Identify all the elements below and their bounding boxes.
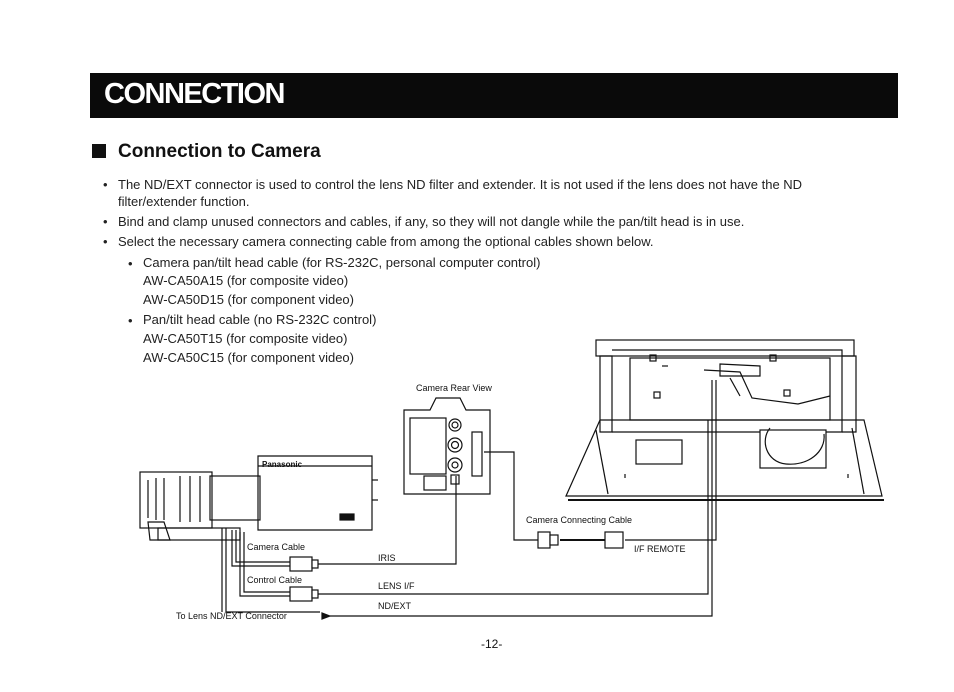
sub-bullet-title-2: Pan/tilt head cable (no RS-232C control) [143,312,377,327]
page-number: -12- [481,637,503,651]
brand-label: Panasonic [262,460,303,469]
if-remote-line [625,380,717,541]
if-remote-label: I/F REMOTE [634,544,686,554]
d-sub-connector-icon [537,531,551,549]
camera-rear-view-illustration [403,397,491,495]
cable-item: AW-CA50D15 (for component video) [143,292,354,307]
nd-ext-label: ND/EXT [378,601,412,611]
section-title: Connection to Camera [92,141,321,163]
bullet-icon: • [103,234,108,249]
camera-cable-label: Camera Cable [247,542,306,552]
section-title-text: Connection to Camera [118,141,321,162]
camera-cable-connector-icon [289,556,313,572]
nd-ext-cable-line [225,528,320,613]
bullet-text-1: The ND/EXT connector is used to control … [118,177,803,192]
cable-item: AW-CA50C15 (for component video) [143,350,354,365]
to-lens-label: To Lens ND/EXT Connector [176,611,287,621]
lens-if-label: LENS I/F [378,581,415,591]
bullet-text-3: Select the necessary camera connecting c… [118,234,654,249]
multi-pin-connector-icon [604,531,624,549]
sub-bullet-icon: • [128,256,133,271]
iris-line [318,476,457,565]
cable-item: AW-CA50A15 (for composite video) [143,273,349,288]
bullet-icon: • [103,214,108,229]
connecting-cable-label: Camera Connecting Cable [526,515,633,525]
control-cable-connector-icon [289,586,313,602]
camera-with-lens-illustration [139,455,378,541]
sub-bullet-title-1: Camera pan/tilt head cable (for RS-232C,… [143,255,541,270]
page-title: CONNECTION [104,78,285,110]
lens-if-line [318,420,709,595]
sub-bullet-icon: • [128,313,133,328]
cable-item: AW-CA50T15 (for composite video) [143,331,348,346]
iris-label: IRIS [378,553,396,563]
connecting-cable-line [484,451,538,541]
header-banner: CONNECTION [90,73,898,118]
arrow-icon [321,612,332,620]
control-cable-label: Control Cable [247,575,303,585]
control-cable-line [239,532,290,597]
nd-ext-line [330,380,713,617]
bullet-icon: • [103,177,108,192]
bullet-text-2: Bind and clamp unused connectors and cab… [118,214,745,229]
pan-tilt-head-illustration [565,339,884,501]
rear-view-label: Camera Rear View [416,383,492,393]
square-bullet-icon [92,144,106,158]
camera-cable-line [231,530,290,567]
bullet-text-1b: filter/extender function. [118,194,250,209]
